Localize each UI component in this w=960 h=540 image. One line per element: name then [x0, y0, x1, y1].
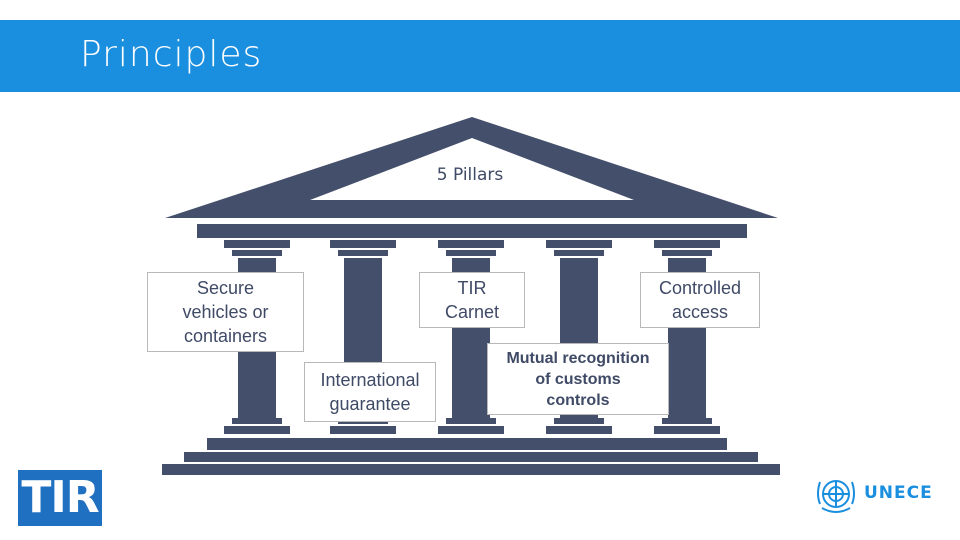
pillar-box-international-guarantee: International guarantee [304, 362, 436, 422]
pillar-label-line: containers [183, 326, 268, 346]
unece-logo: UNECE [812, 470, 947, 520]
temple-architrave [197, 224, 747, 238]
temple-step-1 [207, 438, 727, 450]
temple-step-3 [162, 464, 780, 475]
pillar-label-line: access [671, 302, 728, 322]
pillar-label-line: of customs [535, 370, 621, 388]
unece-logo-text: UNECE [864, 483, 933, 503]
pillar-label-line: Controlled [658, 278, 742, 298]
pillar-box-secure-vehicles: Secure vehicles or containers [147, 272, 304, 352]
pillar-label-line: International [320, 370, 420, 390]
pillar-label-line: guarantee [329, 394, 411, 414]
tir-logo: TIR [18, 470, 102, 526]
tir-logo-text: TIR [21, 472, 99, 523]
temple-step-2 [184, 452, 758, 462]
page-title: Principles [80, 34, 263, 75]
un-emblem-icon [817, 480, 855, 513]
pillar-box-mutual-recognition: Mutual recognition of customs controls [487, 343, 669, 415]
pillar-box-controlled-access: Controlled access [640, 272, 760, 328]
pillar-box-tir-carnet: TIR Carnet [419, 272, 525, 328]
pillar-label-line: Carnet [444, 302, 500, 322]
pediment-label: 5 Pillars [436, 165, 504, 185]
pillar-label-line: controls [546, 391, 610, 409]
pillar-label-line: Secure [196, 278, 255, 298]
pillar-label-line: Mutual recognition [506, 349, 650, 367]
temple-roof-inner [310, 138, 634, 200]
pillar-label-line: vehicles or [182, 302, 269, 322]
pillar-label-line: TIR [457, 278, 487, 298]
header-bar: Principles [0, 20, 960, 92]
